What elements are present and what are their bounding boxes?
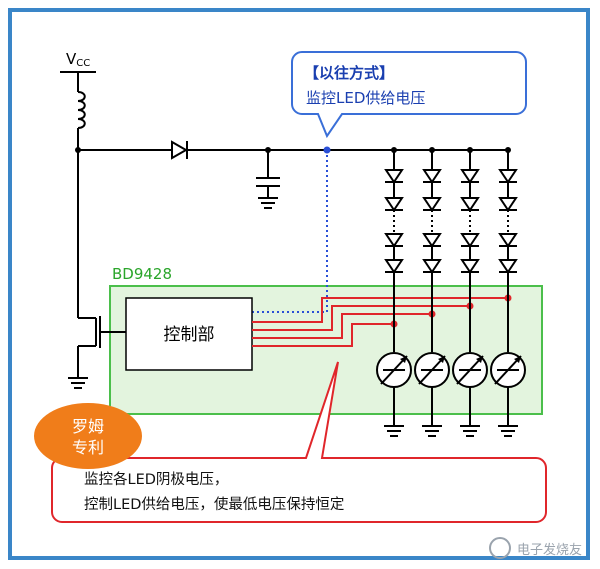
led-strings [376,147,526,437]
conventional-callout [291,51,527,139]
vcc-label: VCC [66,50,90,69]
led-icon [384,197,404,212]
rohm-method-callout [51,361,547,523]
rohm-method-line2: 控制LED供给电压，使最低电压保持恒定 [84,496,344,513]
conventional-title: 【以往方式】 [304,64,394,82]
watermark: 电子发烧友 [488,537,582,559]
led-icon [384,233,404,248]
led-icon [460,197,480,212]
led-icon [498,259,518,274]
led-icon [384,169,404,184]
rohm-method-line1: 监控各LED阴极电压， [84,471,228,488]
controller-label: 控制部 [164,325,215,345]
schottky-diode [171,140,189,160]
watermark-logo-icon [488,537,511,559]
led-icon [422,259,442,274]
led-icon [498,197,518,212]
led-icon [422,197,442,212]
led-icon [422,169,442,184]
chip-label: BD9428 [112,265,172,283]
badge-line2: 专利 [72,438,104,457]
inductor [77,91,86,129]
cathode-sense-lines [252,297,508,347]
led-icon [384,259,404,274]
conventional-sense-line [252,150,328,313]
led-icon [460,169,480,184]
led-icon [422,233,442,248]
led-icon [498,169,518,184]
led-icon [460,233,480,248]
conventional-text: 监控LED供给电压 [306,89,425,107]
led-icon [498,233,518,248]
rohm-patent-badge [34,403,142,469]
badge-line1: 罗姆 [72,417,104,436]
controller-block [125,297,253,371]
led-icon [460,259,480,274]
